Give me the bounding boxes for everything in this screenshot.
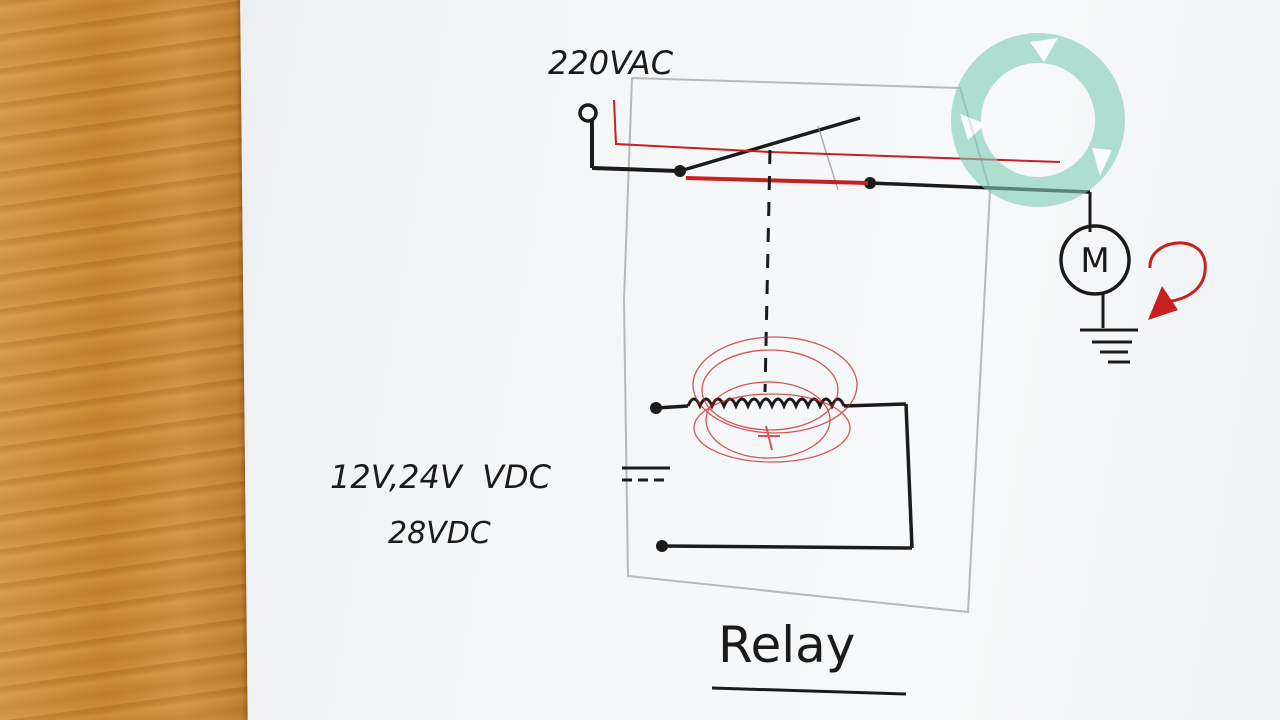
wooden-table <box>0 0 260 720</box>
current-path-red <box>613 99 1061 185</box>
ground-icon <box>1080 328 1138 364</box>
ac-terminal <box>578 103 679 173</box>
coil-icon <box>650 397 914 552</box>
switch-arm <box>679 116 861 173</box>
motor-symbol: M <box>1059 224 1131 328</box>
refresh-cycle-icon <box>951 33 1125 207</box>
title-underline <box>711 686 907 696</box>
motor-label: M <box>1080 241 1109 281</box>
relay-switch <box>674 116 1092 232</box>
dc-supply-label-line2: 28VDC <box>388 516 491 551</box>
ac-supply-label: 220VAC <box>548 44 674 82</box>
dc-supply-label-line1: 12V,24V VDC <box>330 458 552 496</box>
rotation-arrow-icon <box>1148 241 1207 320</box>
mechanical-link-dashed <box>763 149 772 393</box>
diagram-title: Relay <box>718 616 855 674</box>
magnetic-field-lines <box>692 336 858 463</box>
dc-symbol <box>622 466 670 482</box>
